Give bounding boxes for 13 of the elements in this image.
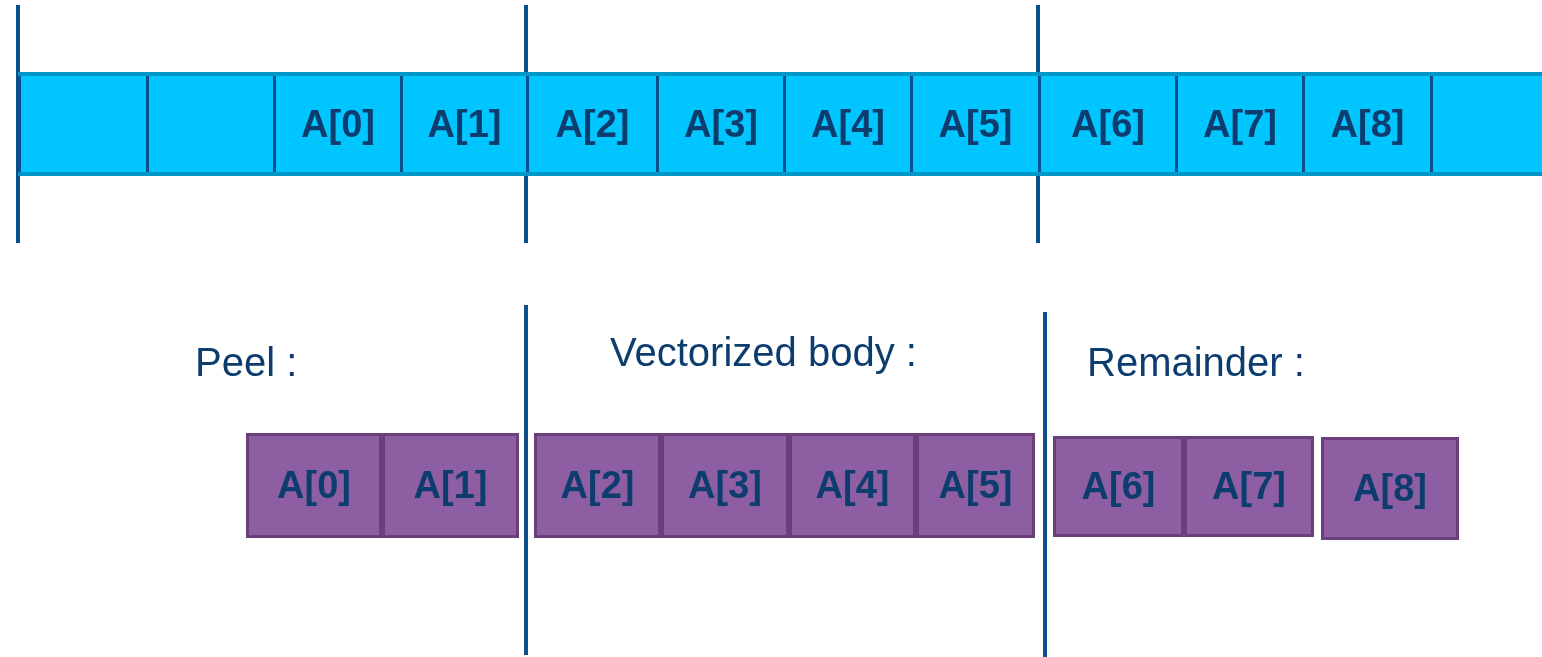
- vector-element: A[7]: [1184, 436, 1314, 537]
- vector-element: A[6]: [1053, 436, 1184, 537]
- memory-strip: [18, 72, 1542, 176]
- vector-element: A[5]: [916, 433, 1035, 538]
- vector-element: A[1]: [382, 433, 519, 538]
- vector-element: A[3]: [661, 433, 789, 538]
- vector-element: A[4]: [789, 433, 916, 538]
- section-heading: Vectorized body :: [610, 330, 917, 375]
- vector-element: A[0]: [246, 433, 382, 538]
- section-heading: Peel :: [195, 340, 298, 385]
- vector-element: A[8]: [1321, 437, 1459, 540]
- section-heading: Remainder :: [1087, 340, 1305, 385]
- vector-element: A[2]: [534, 433, 661, 538]
